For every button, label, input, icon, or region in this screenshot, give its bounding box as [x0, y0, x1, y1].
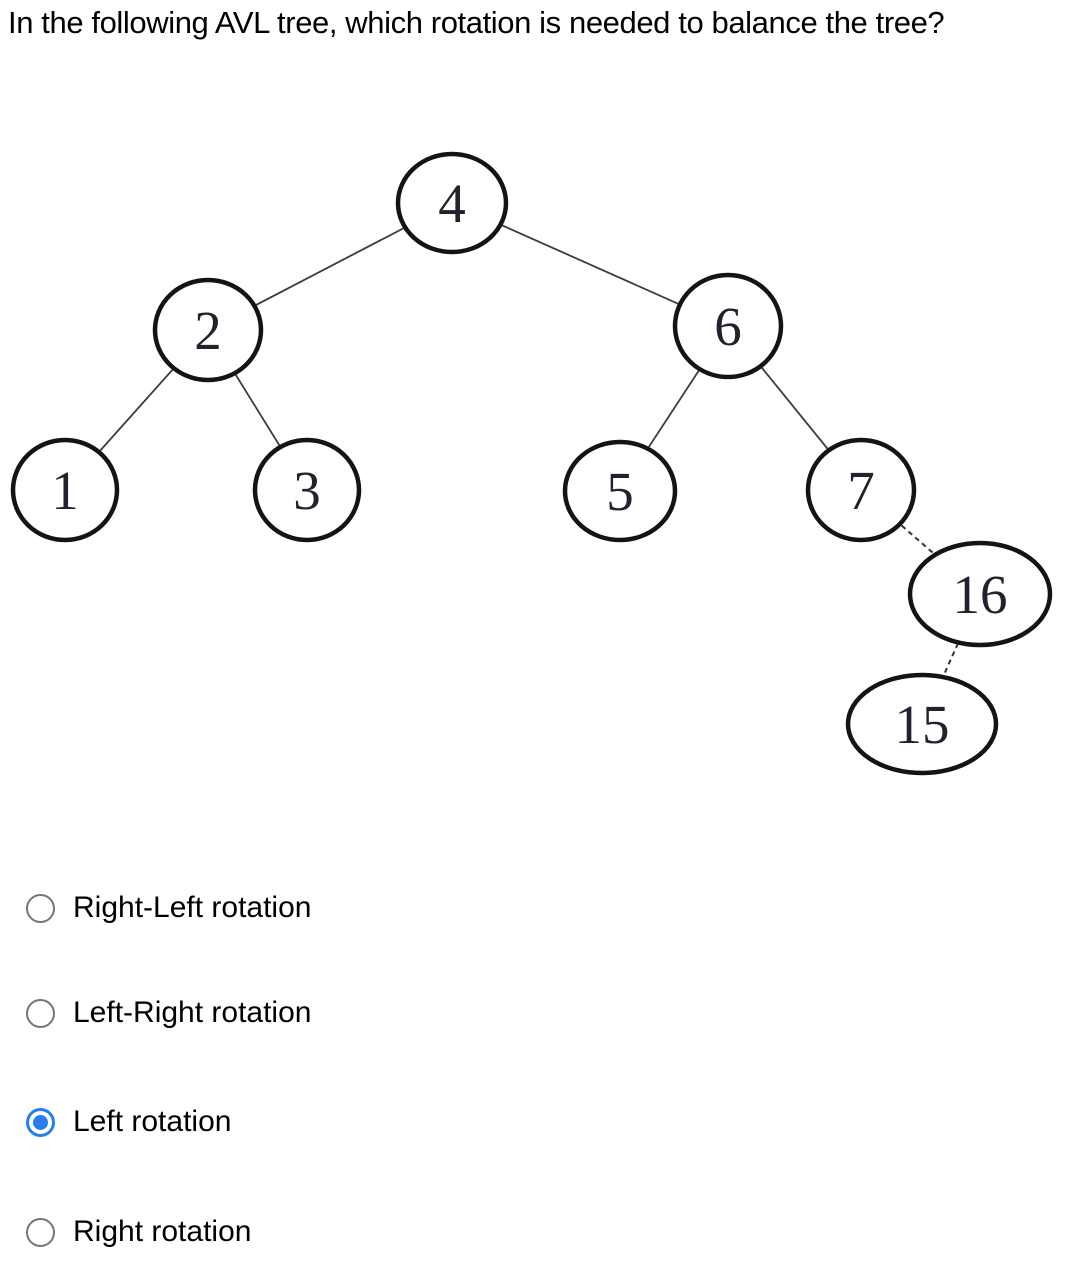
tree-node-label-1: 1: [51, 460, 79, 521]
tree-node-16: 16: [907, 540, 1053, 648]
tree-node-circle-4: [395, 151, 509, 255]
tree-node-circle-3: [252, 437, 362, 543]
tree-node-label-15: 15: [895, 694, 950, 755]
tree-node-label-3: 3: [293, 460, 321, 521]
tree-node-3: 3: [252, 437, 362, 543]
radio-right-left-rotation[interactable]: [26, 893, 55, 923]
avl-tree-diagram: 4 2 6 1 3 5 7 16 15: [10, 151, 1053, 776]
tree-node-circle-2: [152, 277, 264, 383]
tree-node-circle-6: [672, 272, 784, 380]
tree-node-label-16: 16: [953, 564, 1008, 625]
option-label-right-left-rotation[interactable]: Right-Left rotation: [73, 891, 312, 924]
tree-node-label-6: 6: [714, 296, 742, 357]
tree-node-circle-16: [907, 540, 1053, 648]
tree-node-5: 5: [562, 439, 678, 543]
tree-node-label-4: 4: [438, 173, 466, 234]
option-label-right-rotation[interactable]: Right rotation: [73, 1215, 252, 1248]
radio-left-right-rotation[interactable]: [26, 998, 55, 1028]
tree-node-4: 4: [395, 151, 509, 255]
option-row-right-left-rotation[interactable]: Right-Left rotation: [26, 888, 311, 928]
tree-node-6: 6: [672, 272, 784, 380]
option-row-left-rotation[interactable]: Left rotation: [26, 1102, 231, 1142]
radio-left-rotation-selected[interactable]: [26, 1107, 55, 1137]
tree-node-circle-15: [845, 672, 999, 776]
tree-node-1: 1: [10, 437, 120, 543]
option-row-right-rotation[interactable]: Right rotation: [26, 1212, 251, 1252]
tree-node-label-7: 7: [847, 460, 875, 521]
radio-right-rotation[interactable]: [26, 1217, 55, 1247]
option-row-left-right-rotation[interactable]: Left-Right rotation: [26, 993, 311, 1033]
tree-node-2: 2: [152, 277, 264, 383]
tree-node-circle-1: [10, 437, 120, 543]
question-text: In the following AVL tree, which rotatio…: [8, 5, 945, 40]
radio-inner-dot: [33, 1114, 48, 1130]
tree-node-7: 7: [805, 437, 917, 543]
tree-node-label-2: 2: [194, 300, 222, 361]
tree-node-label-5: 5: [606, 461, 634, 522]
option-label-left-right-rotation[interactable]: Left-Right rotation: [73, 996, 312, 1029]
option-label-left-rotation[interactable]: Left rotation: [73, 1105, 232, 1138]
tree-node-15: 15: [845, 672, 999, 776]
tree-node-circle-5: [562, 439, 678, 543]
tree-node-circle-7: [805, 437, 917, 543]
